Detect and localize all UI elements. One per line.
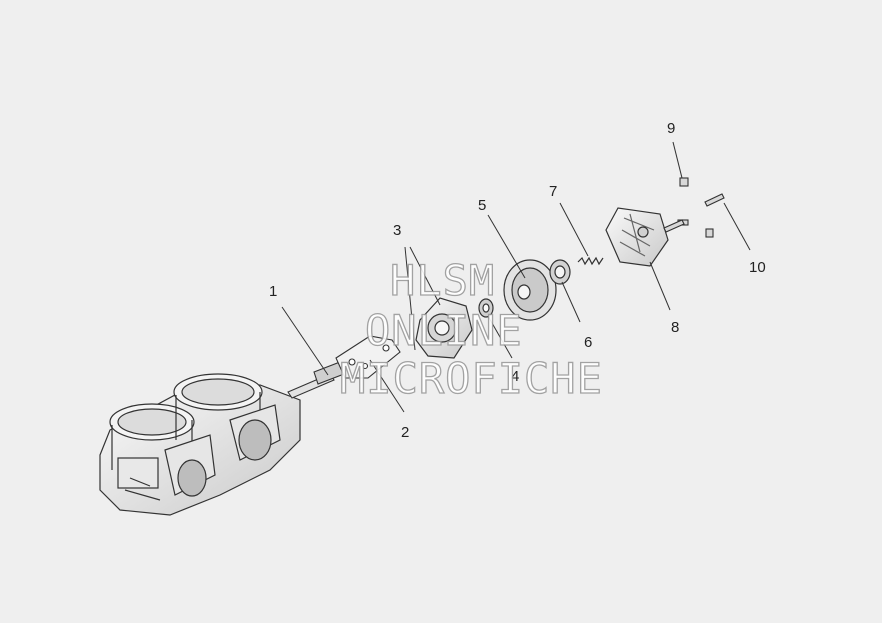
leader-7 <box>559 202 589 257</box>
callout-4: 4 <box>511 368 519 385</box>
leader-5 <box>487 214 526 279</box>
cylinder-block <box>99 373 301 516</box>
leader-lines <box>281 141 751 413</box>
callout-10: 10 <box>749 259 766 276</box>
leader-2 <box>369 359 405 413</box>
part-1-shaft <box>287 361 345 399</box>
callouts: 1 2 3 4 5 6 7 8 9 10 <box>269 120 766 441</box>
part-7-spring <box>577 256 604 266</box>
watermark-line-2: ONLINE <box>365 306 523 355</box>
part-6-bearing <box>549 259 571 285</box>
leader-4 <box>487 315 513 359</box>
leader-3b <box>409 246 441 306</box>
leader-1 <box>281 306 329 376</box>
part-3-housing <box>415 297 473 359</box>
watermark-line-1: HLSM <box>390 256 495 305</box>
part-8-cover <box>605 207 669 267</box>
part-9-bolt <box>677 177 714 238</box>
leader-6 <box>561 281 581 323</box>
leader-8 <box>649 261 671 311</box>
callout-9: 9 <box>667 120 675 137</box>
callout-5: 5 <box>478 197 486 214</box>
leader-3a <box>404 246 416 351</box>
part-4-seal <box>478 298 494 318</box>
callout-7: 7 <box>549 183 557 200</box>
callout-6: 6 <box>584 334 592 351</box>
callout-2: 2 <box>401 424 409 441</box>
leader-9 <box>672 141 683 179</box>
watermark: HLSM ONLINE MICROFICHE <box>339 255 603 403</box>
part-5-impeller <box>503 259 557 321</box>
callout-3: 3 <box>393 222 401 239</box>
callout-8: 8 <box>671 319 679 336</box>
part-10-bolt <box>663 193 725 233</box>
callout-1: 1 <box>269 283 277 300</box>
part-2-gasket <box>335 335 401 379</box>
watermark-line-3: MICROFICHE <box>340 354 603 403</box>
leader-10 <box>723 202 751 251</box>
